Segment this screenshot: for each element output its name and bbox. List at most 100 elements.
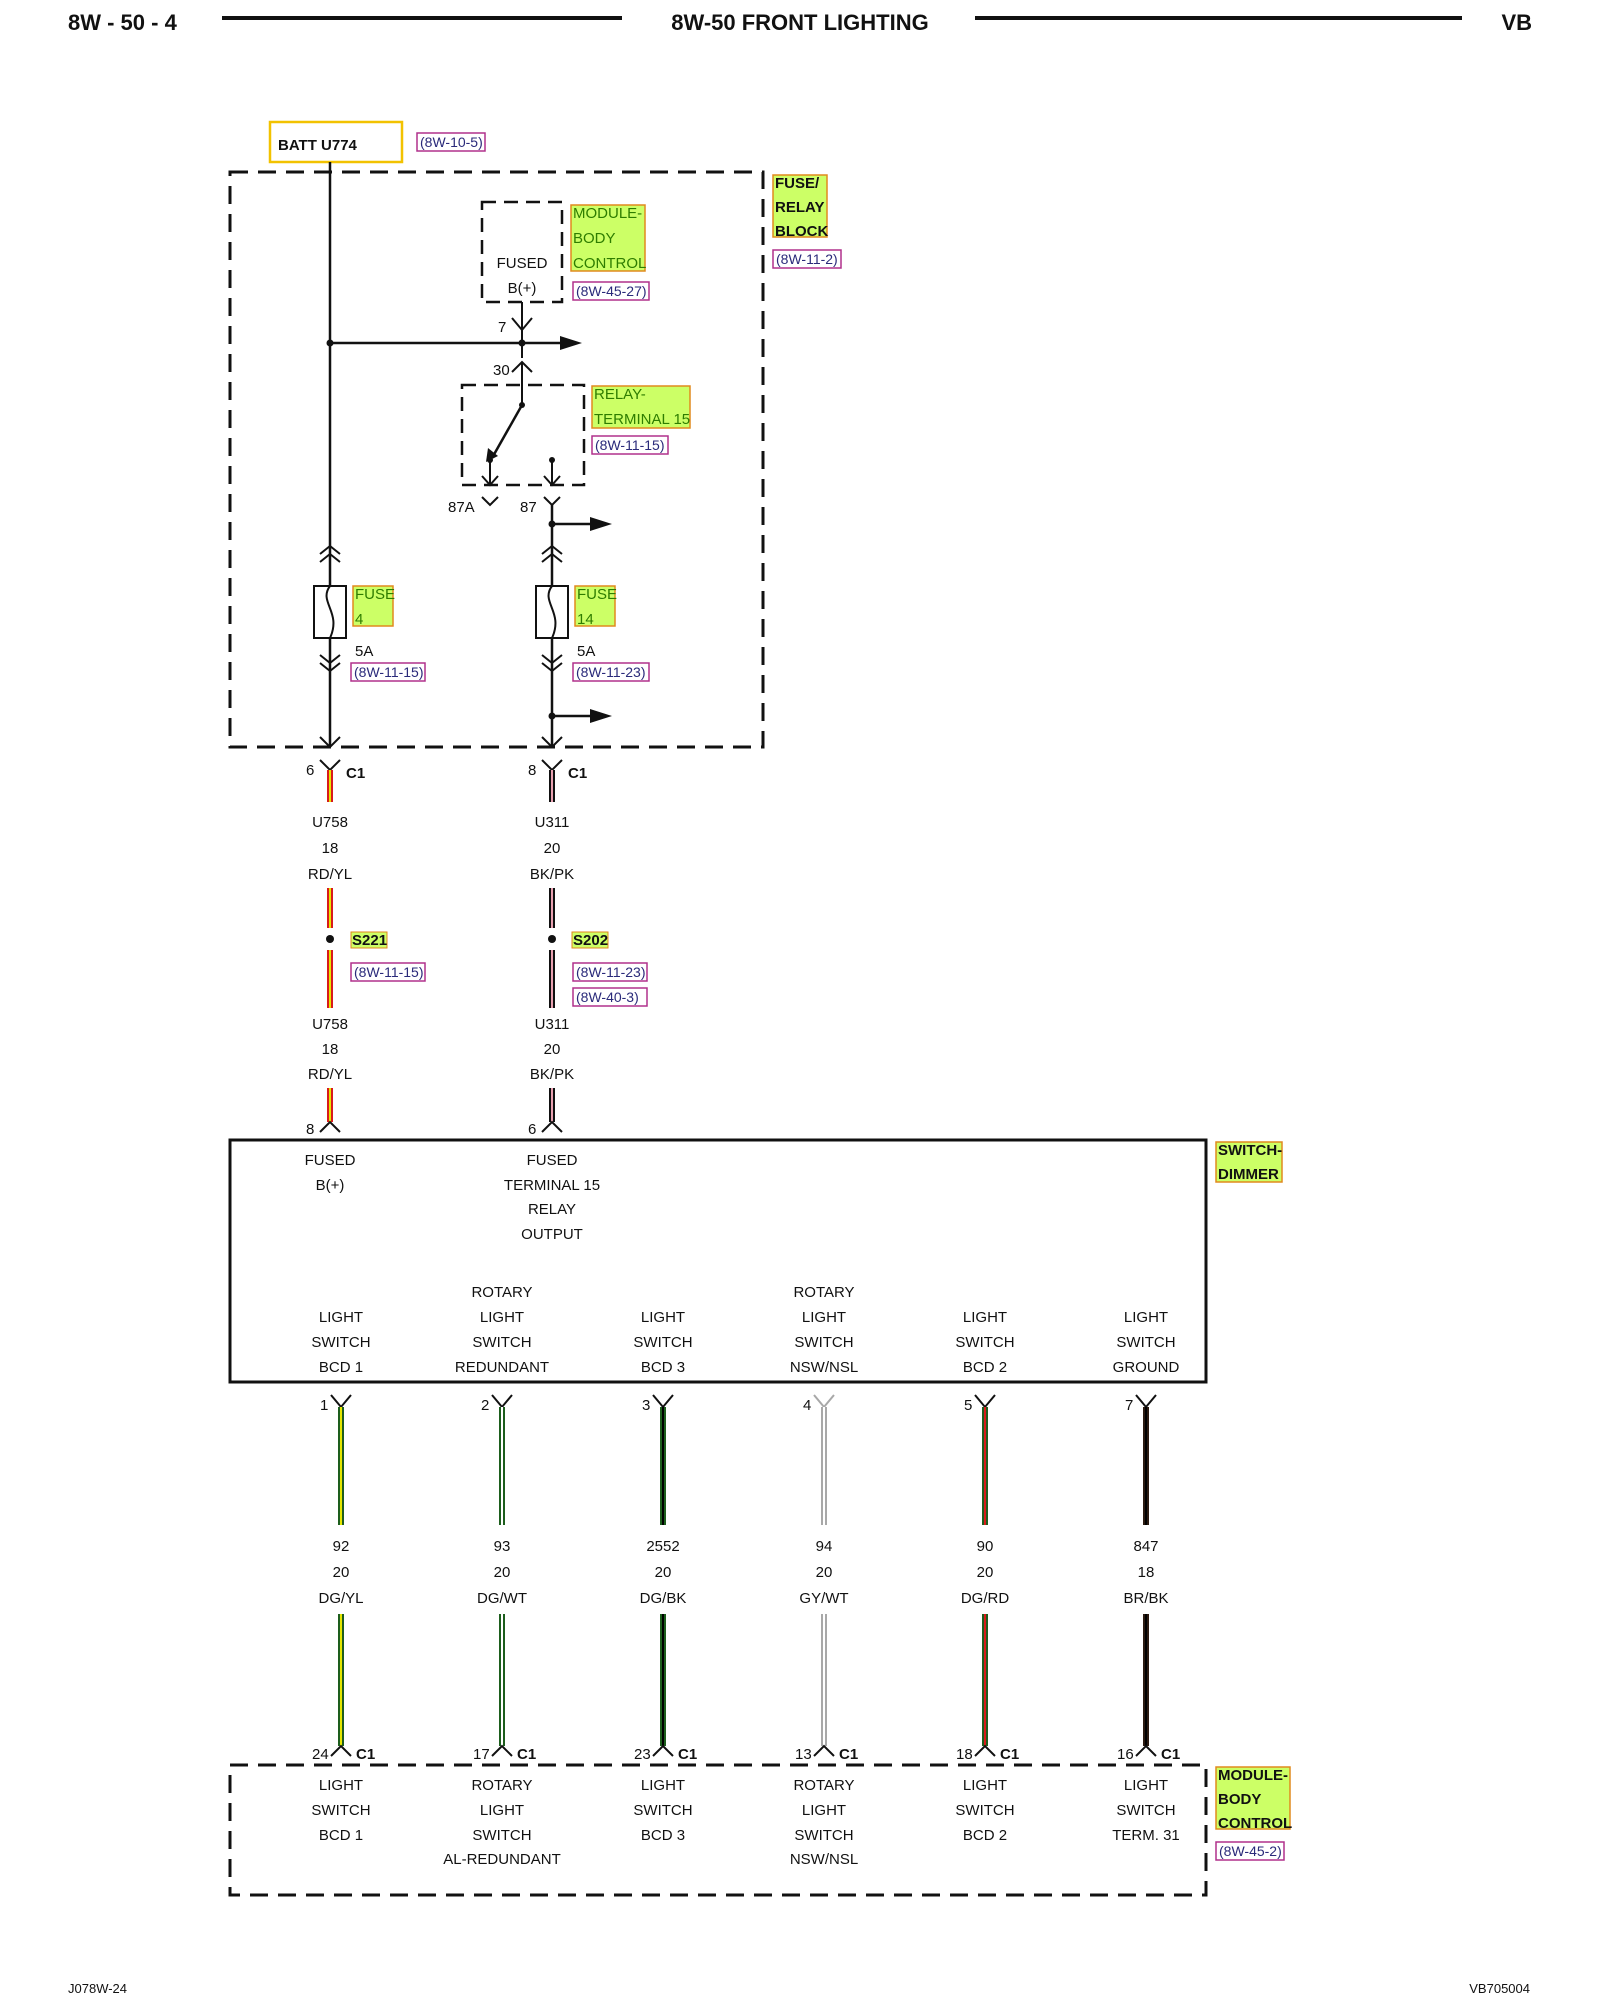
c2552-top-connector xyxy=(652,1394,674,1409)
u758-gauge-b: 18 xyxy=(322,1041,339,1058)
battery-ref: (8W-10-5) xyxy=(420,134,483,150)
c847-bottom-connector-label: C1 xyxy=(1161,1746,1180,1763)
sd-output2-line4: REDUNDANT xyxy=(455,1359,549,1376)
fuse14-rating: 5A xyxy=(577,643,595,660)
upper-circuit-u311: 8 C1 U311 20 BK/PK S202 (8W-11-23) (8W-4… xyxy=(528,759,648,1138)
bcm-in2-line3: SWITCH xyxy=(472,1827,531,1844)
u758-color-b: RD/YL xyxy=(308,1066,352,1083)
c92-bottom-pin: 24 xyxy=(312,1746,329,1763)
lower-circuit-92: 1 92 20 DG/YL 24 C1 xyxy=(312,1394,375,1763)
c90-circuit: 90 xyxy=(977,1538,994,1555)
u758-wire-a-stripe xyxy=(329,770,331,802)
u311-wire-c-stripe xyxy=(551,950,553,1008)
u758-pin-bottom: 8 xyxy=(306,1121,314,1138)
bus-arrow xyxy=(560,336,582,350)
bcm-in3-line1: LIGHT xyxy=(641,1777,685,1794)
sd-output4-line3: SWITCH xyxy=(794,1334,853,1351)
c94-gauge: 20 xyxy=(816,1564,833,1581)
page-code: 8W - 50 - 4 xyxy=(68,10,178,35)
u311-color-a: BK/PK xyxy=(530,866,574,883)
module-body-control-name-box xyxy=(570,204,646,272)
u311-splice-dot xyxy=(548,935,556,943)
switch-dimmer-outline xyxy=(228,1138,1208,1384)
c847-bottom-pin: 16 xyxy=(1117,1746,1134,1763)
footer-right-code: VB705004 xyxy=(1469,1981,1530,1996)
u311-splice-box xyxy=(571,931,609,949)
c94-circuit: 94 xyxy=(816,1538,833,1555)
c93-top-pin: 2 xyxy=(481,1397,489,1414)
bcm-in1-line1: LIGHT xyxy=(319,1777,363,1794)
c2552-bottom-connector-label: C1 xyxy=(678,1746,697,1763)
fuse4-body xyxy=(313,585,347,639)
lower-circuit-93: 2 93 20 DG/WT 17 C1 xyxy=(473,1394,536,1763)
c92-circuit: 92 xyxy=(333,1538,350,1555)
bcm-in1-line3: BCD 1 xyxy=(319,1827,363,1844)
sd-output4-line1: ROTARY xyxy=(793,1284,854,1301)
u311-connector-top: C1 xyxy=(568,765,587,782)
c847-circuit: 847 xyxy=(1133,1538,1158,1555)
u311-top-connector xyxy=(541,759,563,772)
sd-output1-line2: SWITCH xyxy=(311,1334,370,1351)
fuse4-ref: (8W-11-15) xyxy=(354,664,424,680)
bcm-in3-line3: BCD 3 xyxy=(641,1827,685,1844)
sd-output3-line2: SWITCH xyxy=(633,1334,692,1351)
c2552-circuit: 2552 xyxy=(646,1538,679,1555)
u758-connector-top: C1 xyxy=(346,765,365,782)
u311-wire-b-stripe xyxy=(551,888,553,928)
page-title: 8W-50 FRONT LIGHTING xyxy=(671,10,928,35)
c90-color: DG/RD xyxy=(961,1590,1010,1607)
bcm-in3-line2: SWITCH xyxy=(633,1802,692,1819)
c93-gauge: 20 xyxy=(494,1564,511,1581)
u758-splice-ref: (8W-11-15) xyxy=(354,964,424,980)
c92-top-pin: 1 xyxy=(320,1397,328,1414)
u758-bottom-connector xyxy=(319,1120,341,1133)
c90-gauge: 20 xyxy=(977,1564,994,1581)
bcm-in6-line2: SWITCH xyxy=(1116,1802,1175,1819)
u311-wire-a-stripe xyxy=(551,770,553,802)
fuse4-bottom-chevron-b xyxy=(319,662,341,673)
fuse4-rating: 5A xyxy=(355,643,373,660)
sd-output5-line2: SWITCH xyxy=(955,1334,1014,1351)
relay-name-box xyxy=(591,385,691,429)
fuse-relay-block-name-3: BLOCK xyxy=(775,223,828,240)
u758-wire-b-stripe xyxy=(329,888,331,928)
c847-wire-lower-stripe xyxy=(1145,1614,1147,1746)
fuse14-bottom-chevron-a xyxy=(541,654,563,665)
module-body-control-name-2: BODY xyxy=(573,230,616,247)
u311-wire-d-stripe xyxy=(551,1088,553,1122)
c94-bottom-connector-label: C1 xyxy=(839,1746,858,1763)
relay-nc-chevron xyxy=(481,475,499,487)
fuse4-ref-box xyxy=(350,662,426,682)
relay-no-chevron xyxy=(543,475,561,487)
battery-label-box xyxy=(268,120,404,164)
c847-top-pin: 7 xyxy=(1125,1397,1133,1414)
c2552-color: DG/BK xyxy=(640,1590,687,1607)
c847-color: BR/BK xyxy=(1123,1590,1168,1607)
module-body-control-ref: (8W-45-27) xyxy=(576,283,647,299)
upper-circuit-u758: 6 C1 U758 18 RD/YL S221 (8W-11-15) U758 … xyxy=(306,759,426,1138)
bcm-name-1: MODULE- xyxy=(1218,1767,1288,1784)
c847-top-connector xyxy=(1135,1394,1157,1409)
fuse-relay-block-name-box xyxy=(772,174,828,238)
fuse14-ref: (8W-11-23) xyxy=(576,664,646,680)
footer-left-code: J078W-24 xyxy=(68,1981,127,1996)
c92-gauge: 20 xyxy=(333,1564,350,1581)
u758-circuit-b: U758 xyxy=(312,1016,348,1033)
u311-splice-ref-1: (8W-11-23) xyxy=(576,964,646,980)
c2552-gauge: 20 xyxy=(655,1564,672,1581)
bcm-in6-line1: LIGHT xyxy=(1124,1777,1168,1794)
c92-color: DG/YL xyxy=(318,1590,363,1607)
u758-top-connector xyxy=(319,759,341,772)
u311-circuit-b: U311 xyxy=(535,1016,570,1033)
u758-splice-ref-box xyxy=(350,962,426,982)
fuse14-name: FUSE xyxy=(577,586,617,603)
c90-top-pin: 5 xyxy=(964,1397,972,1414)
fuse4-top-chevron-b xyxy=(319,552,341,563)
sd-input2-line2: TERMINAL 15 xyxy=(504,1177,600,1194)
sd-output2-line3: SWITCH xyxy=(472,1334,531,1351)
c94-bottom-connector xyxy=(813,1744,835,1757)
sd-input2-line1: FUSED xyxy=(527,1152,578,1169)
bcm-in4-line4: NSW/NSL xyxy=(790,1851,858,1868)
c93-top-connector xyxy=(491,1394,513,1409)
u758-splice-dot xyxy=(326,935,334,943)
